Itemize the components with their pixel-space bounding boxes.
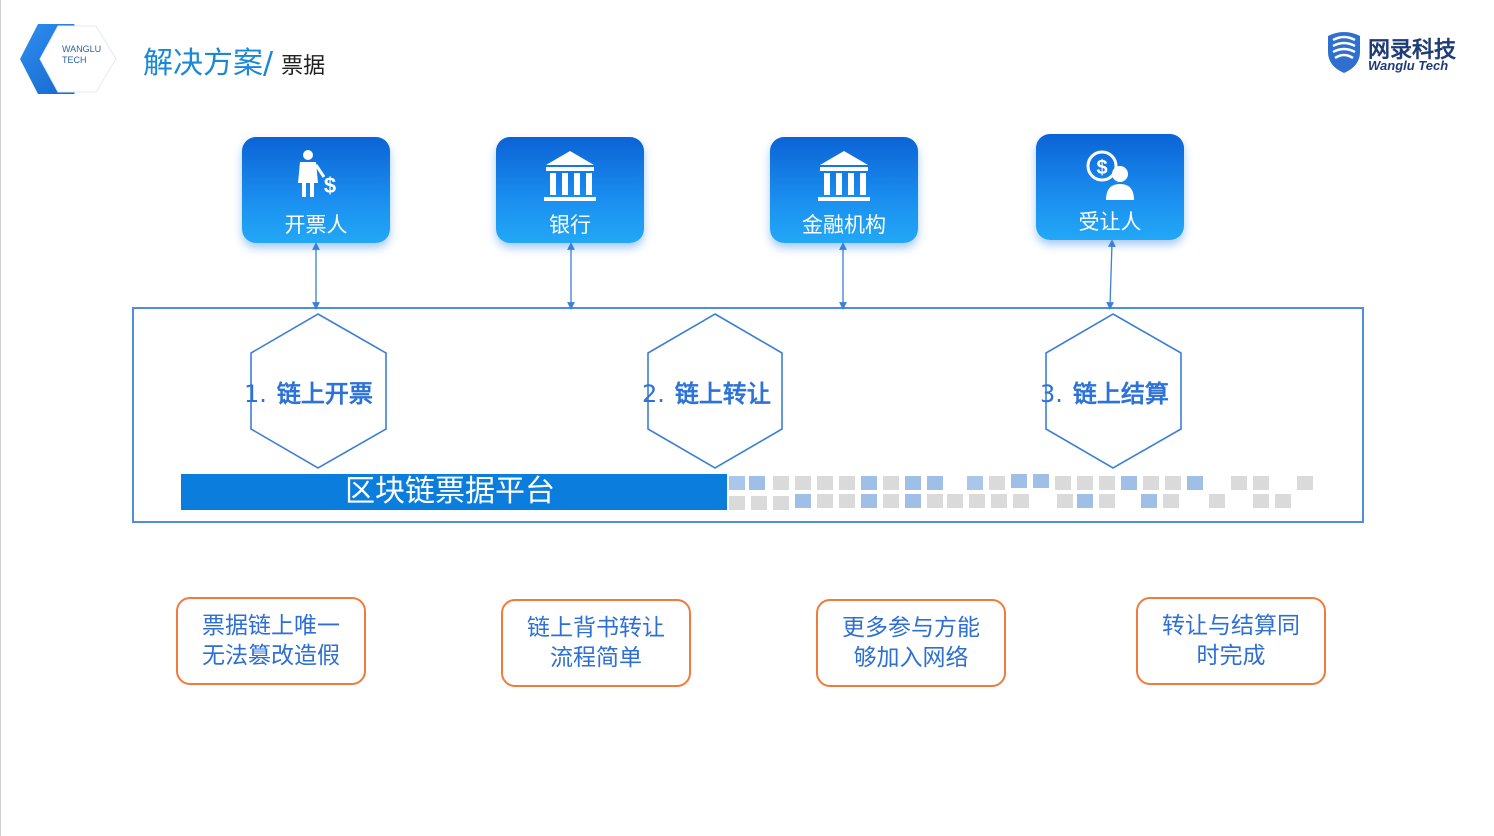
participant-label-bank: 银行 xyxy=(549,213,591,237)
svg-text:$: $ xyxy=(324,173,336,198)
benefit-3-line1: 更多参与方能 xyxy=(842,615,980,641)
page-subtitle: 票据 xyxy=(281,54,326,79)
benefit-card-endorsement: 链上背书转让 流程简单 xyxy=(501,599,691,687)
participant-tile-financial-institution[interactable]: 金融机构 xyxy=(770,137,918,243)
brand-logo: 网录科技 Wanglu Tech xyxy=(1324,30,1464,78)
benefit-card-settlement: 转让与结算同 时完成 xyxy=(1136,597,1326,685)
participant-label-drawer: 开票人 xyxy=(284,213,348,237)
benefit-1-line2: 无法篡改造假 xyxy=(202,643,340,669)
businessman-dollar-icon: $ xyxy=(298,150,336,198)
benefit-card-participants: 更多参与方能 够加入网络 xyxy=(816,599,1006,687)
step-2-number: 2. xyxy=(642,380,665,408)
page-left-border xyxy=(0,0,1,836)
platform-bar: 区块链票据平台 xyxy=(181,474,727,510)
step-1-number: 1. xyxy=(244,380,267,408)
participant-tile-assignee[interactable]: $ 受让人 xyxy=(1036,134,1184,240)
svg-text:$: $ xyxy=(1096,157,1107,179)
step-3-label: 链上结算 xyxy=(1072,380,1169,408)
platform-label: 区块链票据平台 xyxy=(345,474,555,509)
step-1-label: 链上开票 xyxy=(276,380,373,408)
participant-tile-drawer[interactable]: $ 开票人 xyxy=(242,137,390,243)
person-dollar-icon: $ xyxy=(1086,150,1134,200)
step-2-label: 链上转让 xyxy=(674,380,771,408)
logo-text-line1: WANGLU xyxy=(62,44,102,54)
logo-text-line2: TECH xyxy=(62,55,87,65)
step-1: 1. 链上开票 xyxy=(244,374,373,409)
page-title-main: 解决方案/ xyxy=(143,46,274,81)
benefit-1-line1: 票据链上唯一 xyxy=(202,613,340,639)
benefit-3-line2: 够加入网络 xyxy=(853,645,969,671)
brand-name-cn: 网录科技 xyxy=(1368,38,1457,63)
bank-building-icon xyxy=(544,151,596,201)
platform-frame xyxy=(132,307,1364,523)
connector-arrow-assignee xyxy=(1106,239,1116,310)
participant-label-financial-institution: 金融机构 xyxy=(802,213,886,237)
participant-tile-bank[interactable]: 银行 xyxy=(496,137,644,243)
benefit-card-unique: 票据链上唯一 无法篡改造假 xyxy=(176,597,366,685)
step-2: 2. 链上转让 xyxy=(642,374,771,409)
step-3-number: 3. xyxy=(1040,380,1063,408)
benefit-2-line2: 流程简单 xyxy=(550,645,642,671)
brand-shield-icon xyxy=(1328,32,1360,73)
page-title: 解决方案/票据 xyxy=(143,38,325,82)
bank-building-icon xyxy=(818,151,870,201)
benefit-2-line1: 链上背书转让 xyxy=(527,615,665,641)
step-3: 3. 链上结算 xyxy=(1040,374,1169,409)
logo-text: WANGLU TECH xyxy=(62,44,101,66)
brand-name-en: Wanglu Tech xyxy=(1368,58,1449,73)
benefit-4-line2: 时完成 xyxy=(1196,643,1266,669)
wanglu-hex-logo-icon xyxy=(20,24,117,94)
pixel-dissolve-decoration xyxy=(729,474,1313,510)
participant-label-assignee: 受让人 xyxy=(1078,210,1142,234)
benefit-4-line1: 转让与结算同 xyxy=(1162,613,1300,639)
